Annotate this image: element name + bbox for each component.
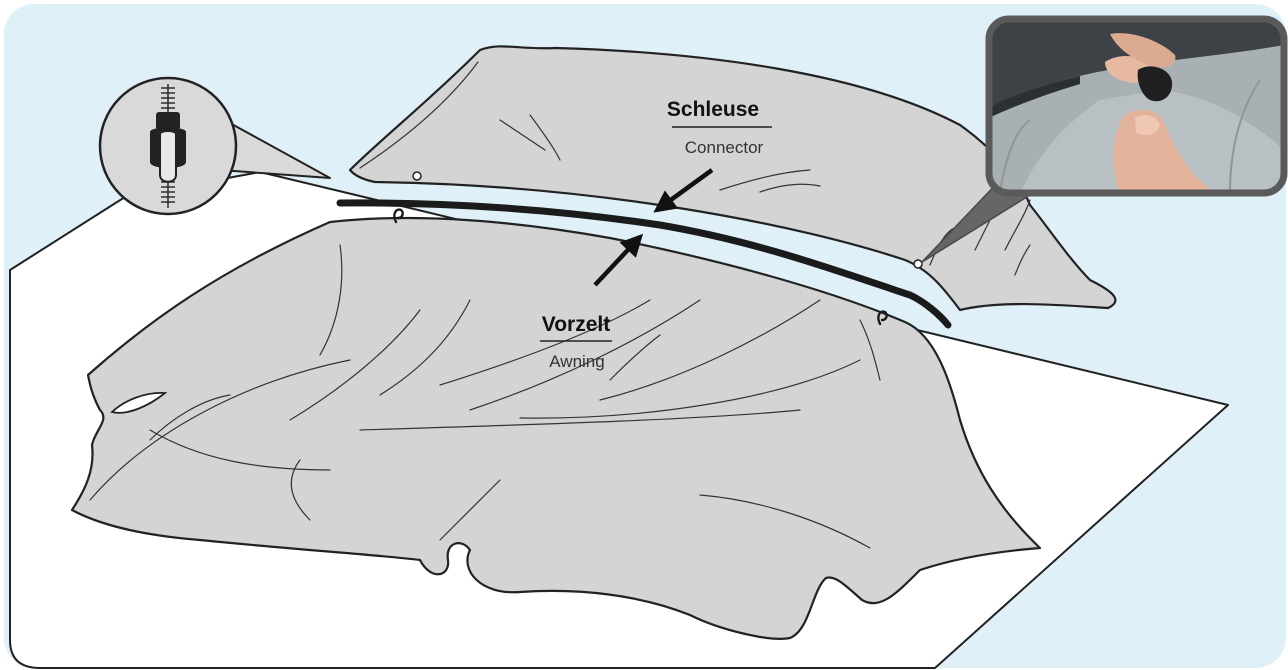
awning-title: Vorzelt <box>542 313 610 336</box>
connector-eyelet-right <box>914 260 922 268</box>
connector-subtitle: Connector <box>685 138 764 157</box>
connection-detail-photo <box>989 19 1284 193</box>
connector-title: Schleuse <box>667 98 759 121</box>
connector-eyelet-left <box>413 172 421 180</box>
awning-subtitle: Awning <box>549 352 604 371</box>
zipper-icon <box>100 78 236 214</box>
